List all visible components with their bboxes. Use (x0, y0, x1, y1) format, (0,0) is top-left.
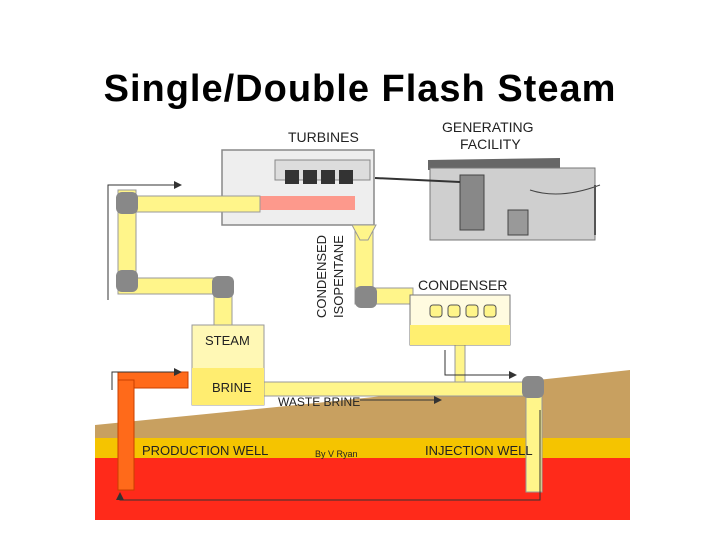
production-well-label: PRODUCTION WELL (142, 443, 268, 458)
transformer-unit (507, 209, 529, 236)
steam-jet (260, 196, 355, 210)
turbines-label: TURBINES (288, 129, 359, 145)
power-line-1 (374, 177, 461, 183)
condensate-funnel (351, 224, 377, 241)
brine-label: BRINE (212, 380, 252, 395)
turbine-units (285, 170, 353, 184)
pipe-elbows (116, 192, 544, 398)
generating-building-roof (428, 158, 560, 170)
arrow-heads (116, 181, 517, 500)
power-line-2 (529, 184, 601, 195)
flash-tank-brine (192, 368, 264, 405)
generator-unit (459, 174, 485, 231)
generating-label-line1: GENERATING (442, 119, 534, 135)
condenser-liquid (410, 325, 510, 345)
injection-well-label: INJECTION WELL (425, 443, 533, 458)
steam-label: STEAM (205, 333, 250, 348)
ground-yellow-layer (95, 438, 630, 460)
credit-label: By V Ryan (315, 449, 358, 459)
ground-red-layer (95, 458, 630, 520)
generating-label-line2: FACILITY (460, 136, 521, 152)
condenser-sprays (429, 304, 497, 318)
condensed-label-line2: ISOPENTANE (331, 235, 346, 318)
condensed-label-line1: CONDENSED (314, 235, 329, 318)
condenser-label: CONDENSER (418, 277, 507, 293)
waste-brine-label: WASTE BRINE (278, 395, 360, 409)
slide-title: Single/Double Flash Steam (103, 68, 617, 110)
